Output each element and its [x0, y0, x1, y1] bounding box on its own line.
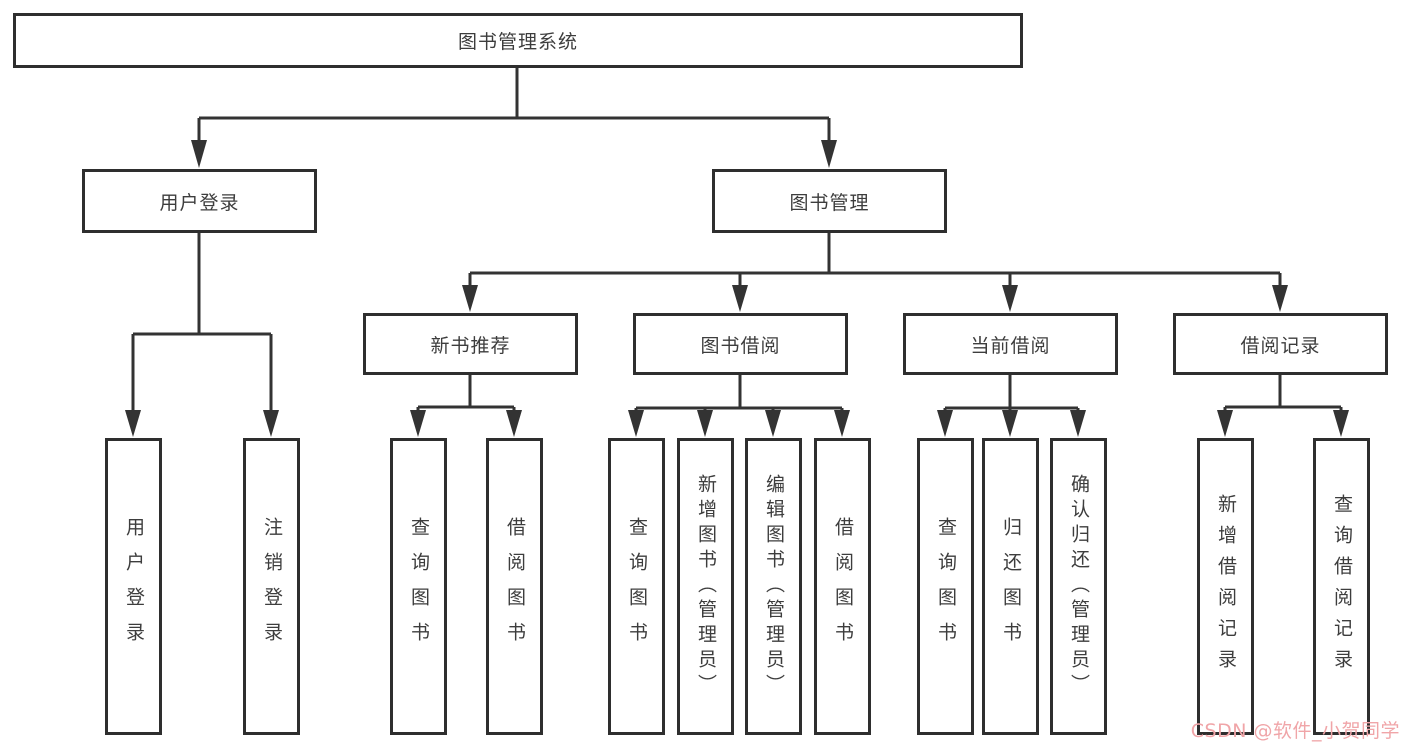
node-label: 归还图书 [1000, 516, 1022, 657]
node-label: 用户登录 [123, 516, 145, 657]
node-label: 注销登录 [261, 516, 283, 657]
node-label: 确认归还（管理员） [1068, 474, 1090, 699]
leaf-query-books-current: 查询图书 [917, 438, 974, 735]
node-label: 查询图书 [626, 516, 648, 657]
arrowhead-icons [125, 140, 1349, 437]
node-label: 新书推荐 [430, 334, 511, 357]
node-borrowing-records: 借阅记录 [1173, 313, 1388, 375]
node-new-book-recommendation: 新书推荐 [363, 313, 578, 375]
leaf-edit-book-admin: 编辑图书（管理员） [745, 438, 802, 735]
node-label: 查询图书 [408, 516, 430, 657]
node-label: 查询图书 [935, 516, 957, 657]
node-label: 图书借阅 [700, 334, 781, 357]
node-label: 借阅图书 [504, 516, 526, 657]
node-label: 编辑图书（管理员） [763, 474, 785, 699]
node-label: 图书管理 [789, 191, 870, 214]
node-library-system: 图书管理系统 [13, 13, 1023, 68]
csdn-watermark: CSDN @软件_小贺同学 [1190, 720, 1400, 742]
node-label: 借阅记录 [1240, 334, 1321, 357]
node-label: 新增借阅记录 [1215, 493, 1237, 680]
node-user-login: 用户登录 [82, 169, 317, 233]
node-label: 查询借阅记录 [1331, 493, 1353, 680]
leaf-query-books-recommend: 查询图书 [390, 438, 447, 735]
leaf-borrow-books-recommend: 借阅图书 [486, 438, 543, 735]
leaf-logout: 注销登录 [243, 438, 300, 735]
leaf-add-book-admin: 新增图书（管理员） [677, 438, 734, 735]
leaf-user-login: 用户登录 [105, 438, 162, 735]
leaf-add-borrow-record: 新增借阅记录 [1197, 438, 1254, 735]
node-label: 图书管理系统 [457, 31, 578, 53]
node-current-borrowing: 当前借阅 [903, 313, 1118, 375]
leaf-borrow-books-borrowing: 借阅图书 [814, 438, 871, 735]
leaf-query-books-borrowing: 查询图书 [608, 438, 665, 735]
node-label: 用户登录 [159, 191, 240, 214]
node-label: 新增图书（管理员） [695, 474, 717, 699]
node-label: 当前借阅 [970, 334, 1051, 357]
node-book-management: 图书管理 [712, 169, 947, 233]
leaf-query-borrow-record: 查询借阅记录 [1313, 438, 1370, 735]
leaf-return-books: 归还图书 [982, 438, 1039, 735]
node-book-borrowing: 图书借阅 [633, 313, 848, 375]
leaf-confirm-return-admin: 确认归还（管理员） [1050, 438, 1107, 735]
node-label: 借阅图书 [832, 516, 854, 657]
